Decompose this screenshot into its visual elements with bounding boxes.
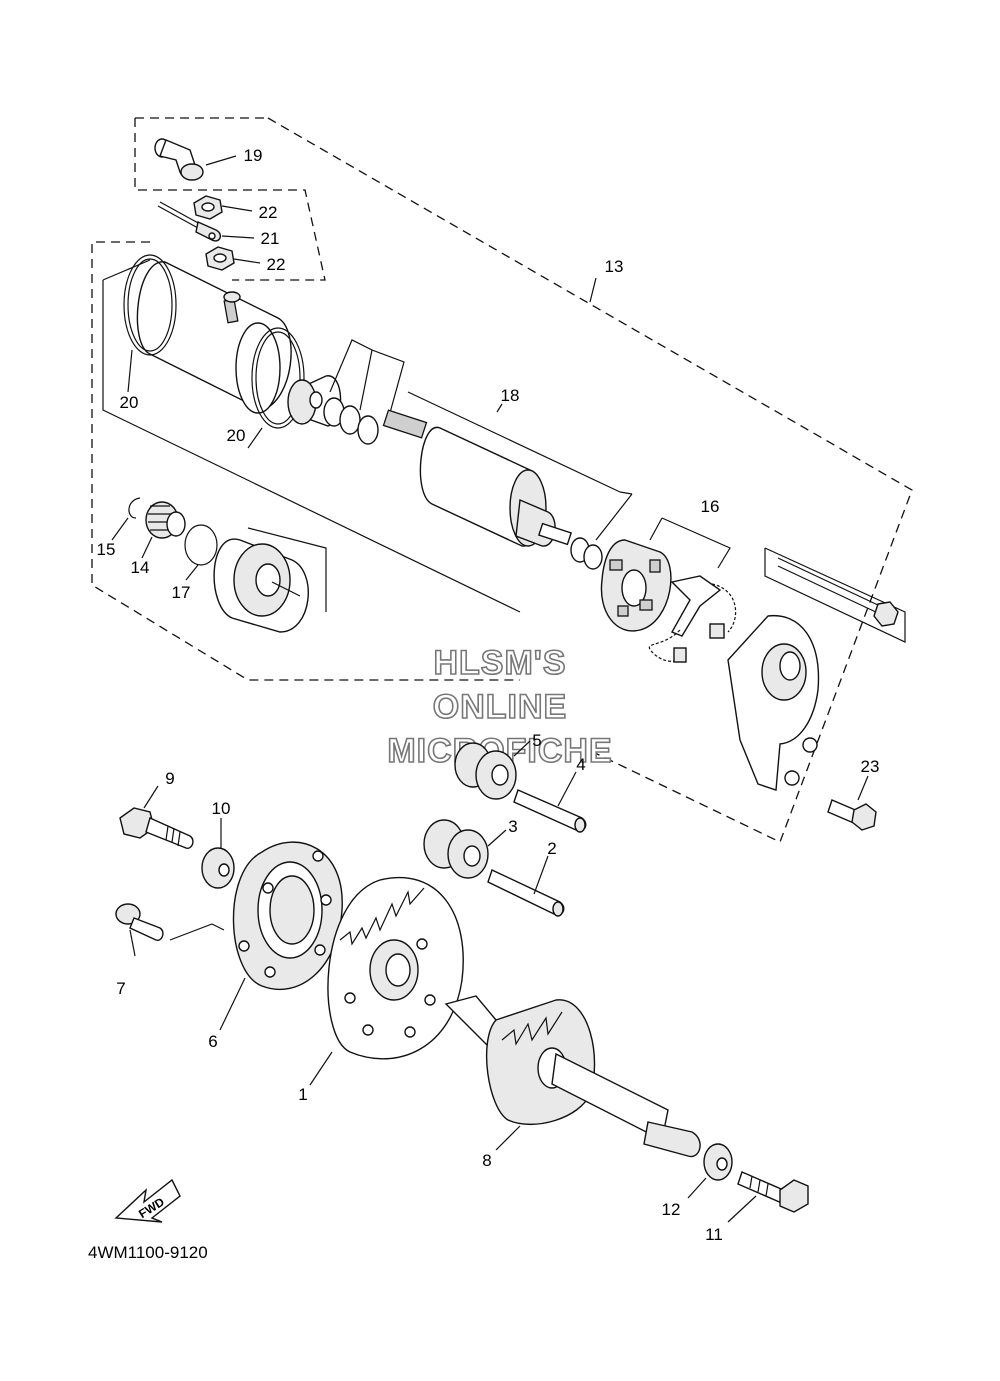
part-1-starter-wheel-gear[interactable] [309,876,464,1086]
callout-1[interactable]: 1 [298,1085,307,1104]
callout-17[interactable]: 17 [172,583,191,602]
callout-15[interactable]: 15 [97,540,116,559]
part-22-nut-upper[interactable] [193,195,253,220]
callout-7[interactable]: 7 [116,979,125,998]
callout-4[interactable]: 4 [576,755,585,774]
armature-washers[interactable] [570,537,603,570]
part-8-starter-gear-shaft[interactable] [444,995,701,1158]
callout-16[interactable]: 16 [701,497,720,516]
callout-18[interactable]: 18 [501,386,520,405]
callout-13[interactable]: 13 [605,257,624,276]
starter-front-bracket[interactable] [213,527,327,633]
part-3-idle-gear[interactable] [423,819,507,879]
callout-6[interactable]: 6 [208,1032,217,1051]
diagram-code: 4WM1100-9120 [88,1243,208,1262]
part-10-washer[interactable] [201,818,235,889]
part-20-o-ring-rear[interactable] [123,254,177,393]
brush-plate-and-leads[interactable] [648,575,737,663]
part-17-o-ring[interactable] [184,524,218,581]
callout-22-upper[interactable]: 22 [259,203,278,222]
callout-22-lower[interactable]: 22 [267,255,286,274]
callout-10[interactable]: 10 [212,799,231,818]
part-2-shaft[interactable] [487,855,565,917]
callout-labels: 1 2 3 4 5 6 7 8 9 10 11 12 13 14 15 16 1… [97,146,880,1244]
assembly-13-boundary [91,117,913,843]
watermark-line-2: ONLINE [433,688,567,726]
part-21-lead-wire[interactable] [157,201,255,242]
callout-12[interactable]: 12 [662,1200,681,1219]
part-23-bolt[interactable] [827,775,877,831]
callout-8[interactable]: 8 [482,1151,491,1170]
callout-2[interactable]: 2 [547,839,556,858]
motor-front-cover[interactable] [287,375,342,427]
washer-set[interactable] [323,339,405,445]
part-20-o-ring-front[interactable] [247,327,305,449]
callout-3[interactable]: 3 [508,817,517,836]
callout-5[interactable]: 5 [532,731,541,750]
fwd-arrow-icon: FWD [114,1178,181,1223]
part-6-starter-clutch[interactable] [219,841,343,1031]
watermark-line-1: HLSM'S [433,644,566,682]
callout-14[interactable]: 14 [131,558,150,577]
part-9-flange-bolt[interactable] [119,785,194,849]
callout-20-front[interactable]: 20 [227,426,246,445]
callout-19[interactable]: 19 [244,146,263,165]
callout-13-leader [589,277,597,303]
part-4-shaft[interactable] [513,771,587,833]
callout-9[interactable]: 9 [165,769,174,788]
part-12-washer[interactable] [687,1143,733,1199]
part-11-bolt[interactable] [727,1171,809,1223]
part-14-pinion-gear[interactable] [141,501,186,559]
part-15-circlip[interactable] [111,497,141,541]
callout-20-rear[interactable]: 20 [120,393,139,412]
callout-11[interactable]: 11 [705,1225,723,1244]
part-7-bolt[interactable] [115,903,225,957]
part-19-terminal-cap[interactable] [154,138,237,181]
long-through-bolt[interactable] [764,547,906,643]
part-22-nut-lower[interactable] [205,246,261,271]
part-5-idle-gear[interactable] [454,740,531,800]
starter-rear-bracket[interactable] [727,614,820,791]
part-18-armature[interactable] [382,391,633,547]
callout-23[interactable]: 23 [861,757,880,776]
callout-21[interactable]: 21 [261,229,280,248]
part-16-brush-holder[interactable] [600,517,731,632]
